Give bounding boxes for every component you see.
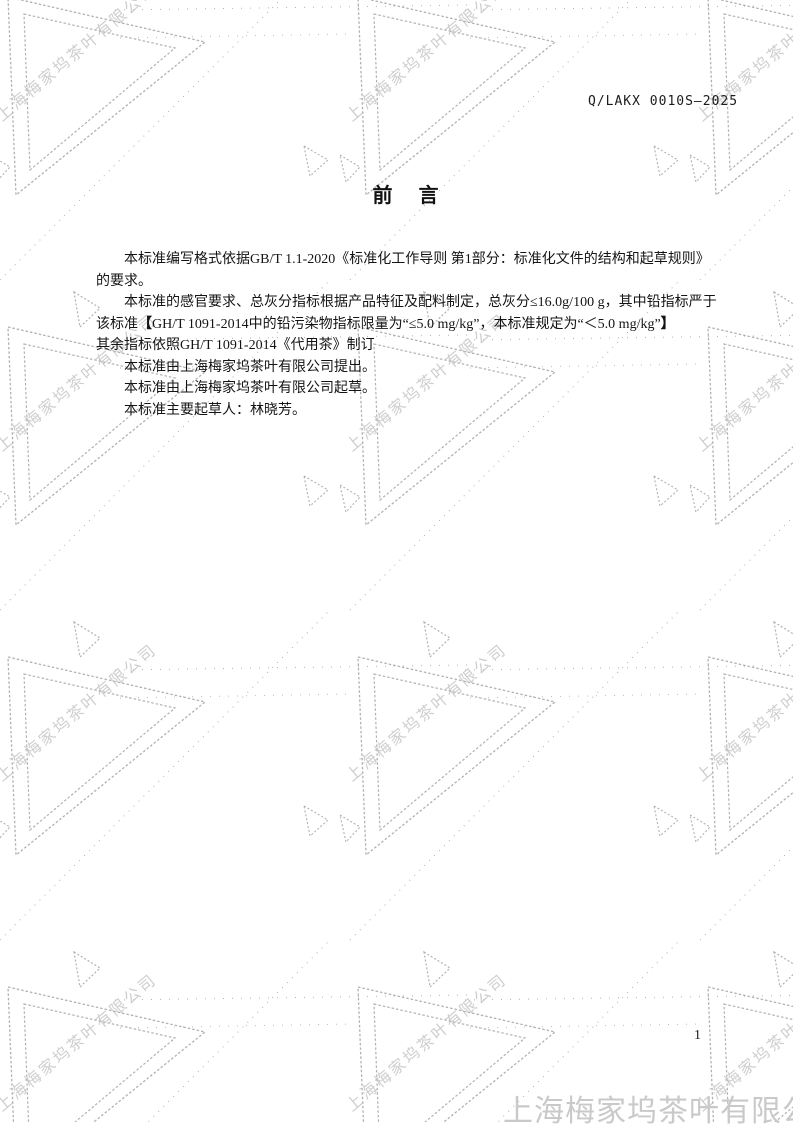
paragraph-line: 本标准由上海梅家坞茶叶有限公司起草。 [124,381,376,396]
doc-number: Q/LAKX 0010S—2025 [588,94,739,109]
page-title-char: 言 [418,185,439,207]
line4-inner: GH/T 1091-2014中的铅污染物指标限量为“≤5.0 mg/kg”，本标… [152,316,661,332]
page-title: 前 言 [9,179,793,208]
paragraph-line: 本标准的感官要求、总灰分指标根据产品特征及配料制定，总灰分≤16.0g/100 … [124,295,717,310]
paragraph-line: 本标准主要起草人：林晓芳。 [124,402,306,418]
line4-bracket-open: 【 [138,316,152,332]
foreword-body: 本标准编写格式依据GB/T 1.1-2020《标准化工作导则 第1部分：标准化文… [96,249,717,421]
paragraph-line: 本标准由上海梅家坞茶叶有限公司提出。 [124,359,376,375]
page-title-char: 前 [372,185,393,207]
paragraph-line: 该标准【GH/T 1091-2014中的铅污染物指标限量为“≤5.0 mg/kg… [96,314,716,336]
paragraph-line: 其余指标依照GH/T 1091-2014《代用茶》制订 [96,338,375,353]
paragraph-line: 的要求。 [96,273,152,289]
paragraph-line: 本标准编写格式依据GB/T 1.1-2020《标准化工作导则 第1部分：标准化文… [124,252,710,267]
line4-bracket-close: 】 [660,316,675,332]
page-number: 1 [694,1028,701,1043]
line4-pre: 该标准 [96,316,138,332]
footer-watermark: 上海梅家坞茶叶有限公司 [503,1095,793,1128]
